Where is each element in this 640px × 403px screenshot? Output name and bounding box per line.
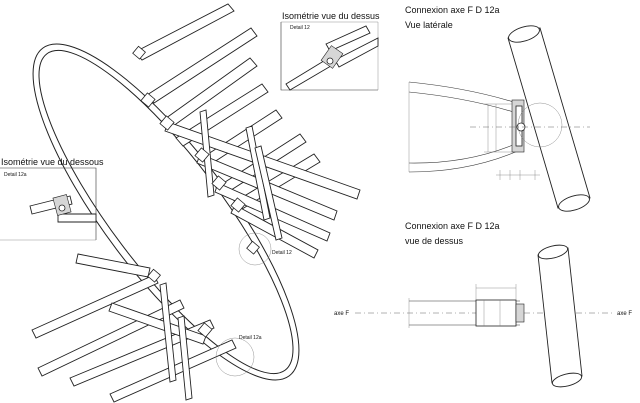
- isometric-structure: Detail 12 Detail 12a: [31, 3, 361, 403]
- top-view: Connexion axe F D 12a vue de dessus axe …: [334, 221, 632, 388]
- lower-members: [31, 253, 237, 403]
- inset-iso-bottom: Isométrie vue du dessous Detail 12a: [0, 157, 104, 241]
- side-view-subtitle: Vue latérale: [405, 20, 453, 30]
- side-view: Connexion axe F D 12a Vue latérale: [405, 5, 591, 212]
- main-detail-12a-label: Detail 12a: [239, 335, 262, 341]
- upper-members: [134, 3, 321, 210]
- top-view-subtitle: vue de dessus: [405, 236, 464, 246]
- axis-right-label: axe F: [617, 311, 632, 317]
- ring-joints: [132, 45, 260, 338]
- iso-bottom-detail-label: Detail 12a: [4, 172, 27, 178]
- side-view-title: Connexion axe F D 12a: [405, 5, 500, 15]
- detail-12a-circle: [215, 337, 255, 377]
- side-dimensions: [484, 103, 540, 180]
- detail-12-circle: [238, 232, 272, 266]
- iso-bottom-title: Isométrie vue du dessous: [1, 157, 104, 167]
- top-view-title: Connexion axe F D 12a: [405, 221, 500, 231]
- inset-iso-top: Isométrie vue du dessus Detail 12: [280, 11, 380, 91]
- axis-left-label: axe F: [334, 311, 349, 317]
- elliptical-ring-outer: [32, 43, 300, 381]
- iso-top-detail-label: Detail 12: [290, 25, 310, 31]
- iso-top-title: Isométrie vue du dessus: [282, 11, 380, 21]
- main-detail-12-label: Detail 12: [272, 250, 292, 256]
